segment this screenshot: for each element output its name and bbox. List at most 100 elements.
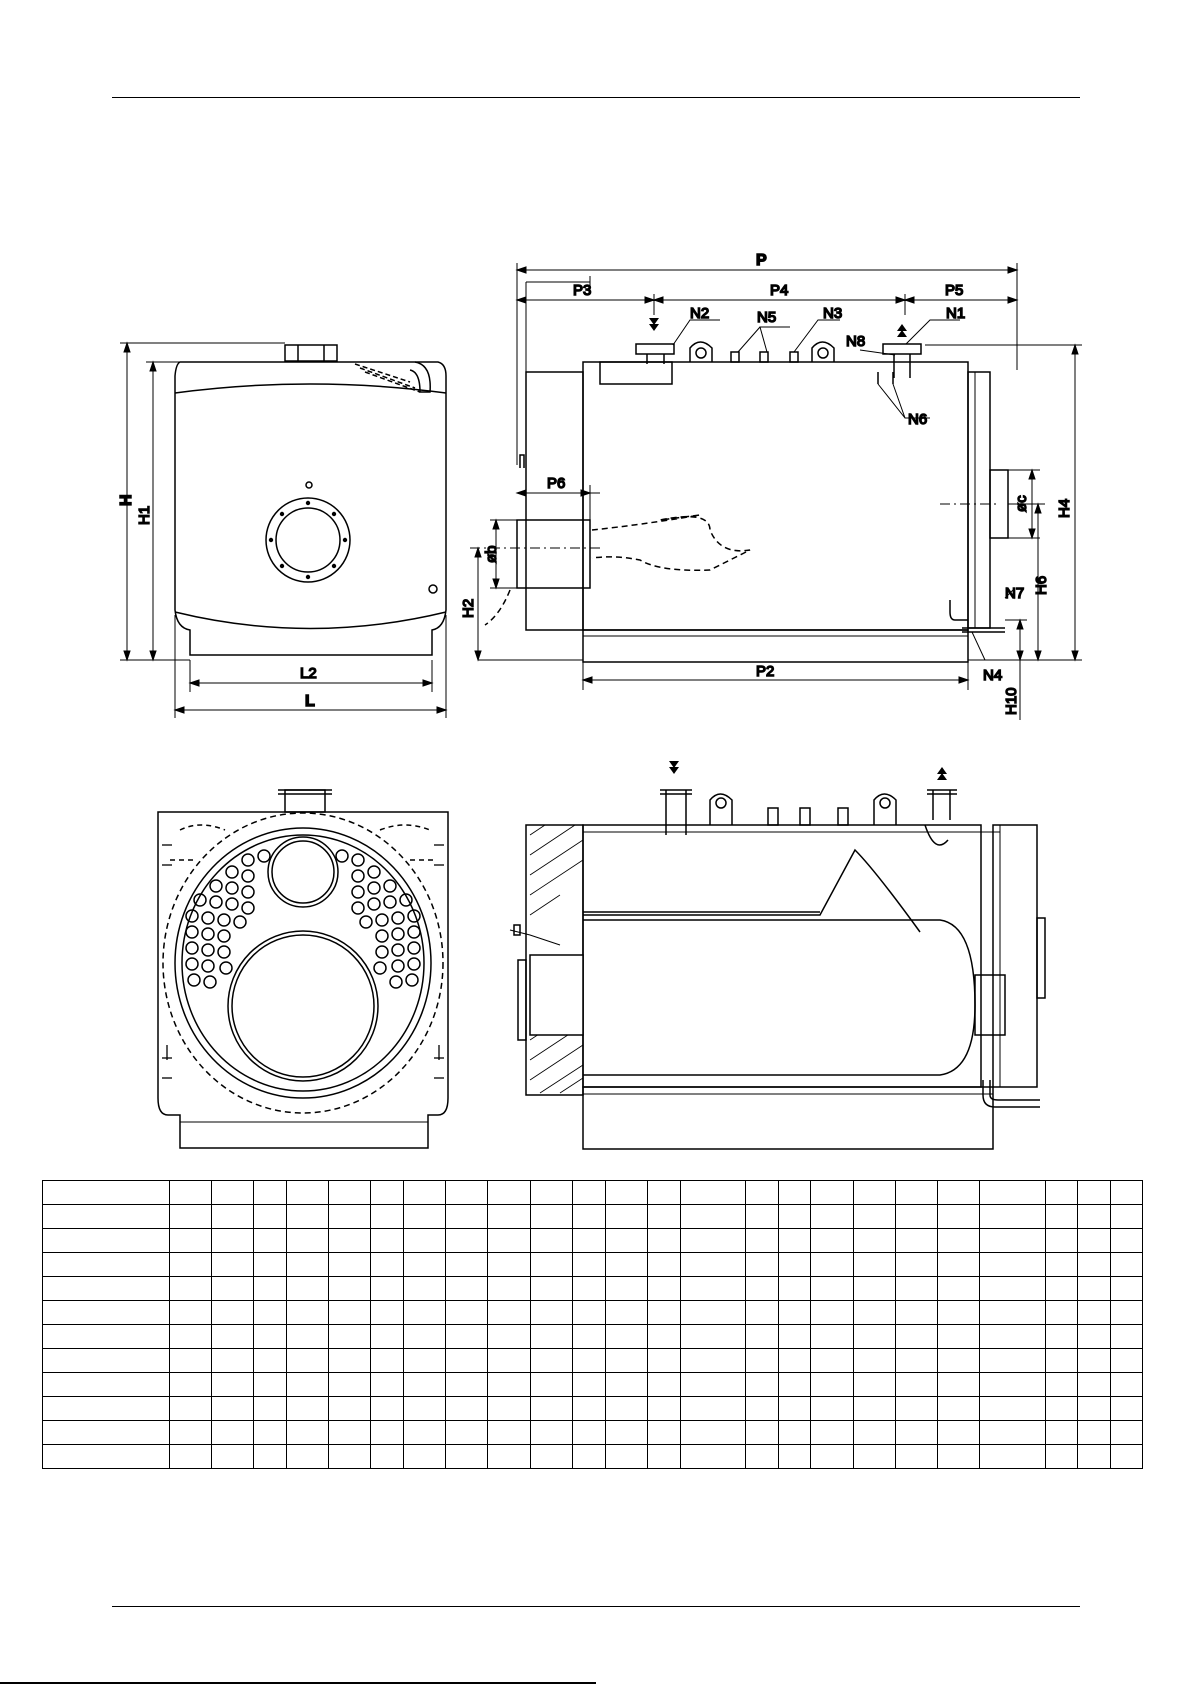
table-row [42, 1348, 1143, 1373]
table-cell [1044, 1180, 1079, 1205]
table-cell [42, 1180, 170, 1205]
table-cell [937, 1324, 981, 1349]
table-row [42, 1396, 1143, 1421]
table-cell [370, 1372, 404, 1397]
table-cell [1077, 1180, 1112, 1205]
table-cell [646, 1396, 681, 1421]
table-cell [894, 1348, 939, 1373]
table-cell [168, 1348, 212, 1373]
table-cell [679, 1252, 746, 1277]
table-cell [777, 1252, 812, 1277]
table-cell [894, 1228, 939, 1253]
front-drain-port [428, 584, 438, 594]
front-burner-flange-inner [275, 507, 341, 573]
table-cell [285, 1276, 330, 1301]
long-section-top-nozzles [660, 789, 957, 846]
label-H4: H4 [1056, 499, 1073, 518]
table-cell [777, 1228, 812, 1253]
table-cell [42, 1324, 170, 1349]
table-cell [571, 1252, 606, 1277]
table-cell [810, 1228, 854, 1253]
long-section-shell [582, 824, 982, 1088]
table-cell [1077, 1300, 1112, 1325]
long-section-drain [982, 1080, 1040, 1108]
table-cell [487, 1252, 531, 1277]
table-cell [937, 1444, 981, 1469]
long-section-burner-port [529, 954, 584, 1036]
table-cell [894, 1204, 939, 1229]
table-cell [852, 1228, 896, 1253]
footnote-rule [0, 1682, 596, 1684]
table-cell [1110, 1444, 1143, 1469]
table-cell [679, 1444, 746, 1469]
table-cell [402, 1444, 447, 1469]
table-cell [1077, 1252, 1112, 1277]
table-cell [402, 1252, 447, 1277]
table-cell [679, 1372, 746, 1397]
side-flue-outlet [989, 469, 1009, 539]
table-row [42, 1204, 1143, 1229]
table-cell [370, 1396, 404, 1421]
table-cell [168, 1228, 212, 1253]
table-cell [445, 1276, 489, 1301]
table-cell [1110, 1228, 1143, 1253]
table-cell [529, 1276, 573, 1301]
table-cell [253, 1204, 287, 1229]
front-view-body [174, 361, 447, 656]
table-cell [937, 1180, 981, 1205]
table-cell [168, 1276, 212, 1301]
table-cell [571, 1348, 606, 1373]
table-row [42, 1420, 1143, 1445]
table-cell [1077, 1444, 1112, 1469]
side-view-shell [582, 361, 969, 631]
table-cell [810, 1348, 854, 1373]
long-section-flue-flange [1036, 917, 1046, 999]
table-cell [810, 1420, 854, 1445]
table-cell [1044, 1204, 1079, 1229]
table-cell [777, 1324, 812, 1349]
table-cell [445, 1324, 489, 1349]
table-cell [894, 1324, 939, 1349]
label-N5: N5 [757, 309, 776, 326]
table-cell [777, 1204, 812, 1229]
table-cell [571, 1276, 606, 1301]
table-cell [810, 1300, 854, 1325]
table-cell [744, 1180, 779, 1205]
table-cell [679, 1420, 746, 1445]
dimensions-table [42, 1180, 1143, 1469]
label-N2: N2 [690, 305, 709, 322]
table-cell [852, 1300, 896, 1325]
table-cell [1110, 1180, 1143, 1205]
table-cell [529, 1228, 573, 1253]
table-cell [1044, 1420, 1079, 1445]
table-cell [328, 1348, 372, 1373]
table-cell [529, 1324, 573, 1349]
table-cell [646, 1444, 681, 1469]
table-cell [285, 1420, 330, 1445]
table-cell [253, 1372, 287, 1397]
table-cell [328, 1372, 372, 1397]
side-dimensions [474, 263, 1082, 720]
table-cell [646, 1420, 681, 1445]
table-cell [42, 1348, 170, 1373]
section-smoke-tubes-right [335, 849, 421, 989]
table-cell [42, 1228, 170, 1253]
table-cell [744, 1372, 779, 1397]
table-cell [370, 1444, 404, 1469]
side-view-base [582, 629, 969, 663]
table-cell [852, 1444, 896, 1469]
section-ticks [162, 844, 444, 1079]
table-cell [744, 1300, 779, 1325]
label-P6: P6 [547, 475, 565, 492]
table-cell [168, 1252, 212, 1277]
table-cell [1110, 1420, 1143, 1445]
table-cell [852, 1372, 896, 1397]
section-side-hatch-right [379, 824, 435, 861]
table-cell [487, 1180, 531, 1205]
table-cell [529, 1348, 573, 1373]
table-cell [210, 1204, 255, 1229]
table-cell [679, 1180, 746, 1205]
table-cell [979, 1348, 1046, 1373]
table-cell [328, 1324, 372, 1349]
